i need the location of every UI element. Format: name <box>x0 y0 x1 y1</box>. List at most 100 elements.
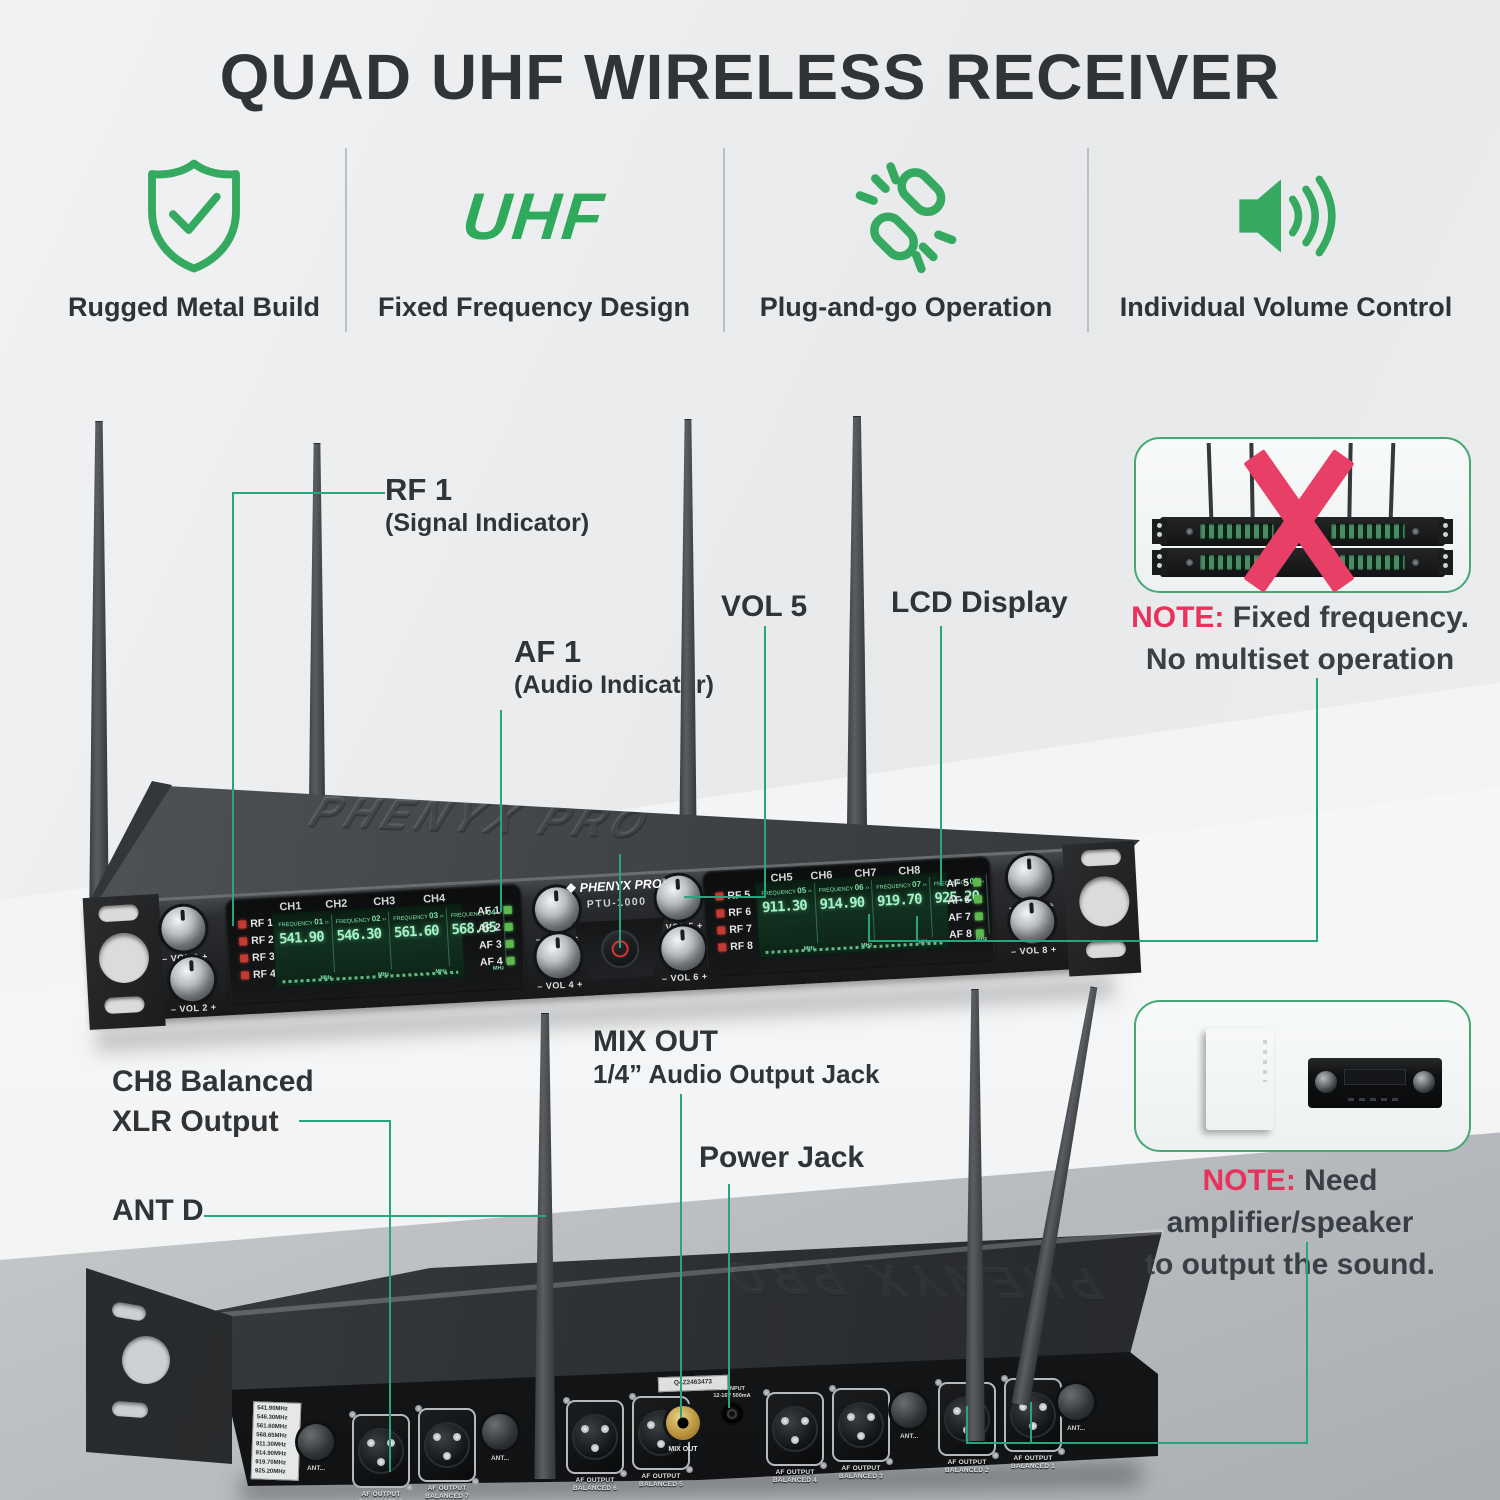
rf-indicator: RF 2 <box>235 934 274 949</box>
lcd-glass: FREQUENCY 01 541.90 MHz FREQUENCY 02 546… <box>271 903 507 988</box>
af-led <box>974 912 984 921</box>
feature-label: Fixed Frequency Design <box>377 292 691 322</box>
antenna-connector[interactable]: ANT <box>1054 1384 1098 1432</box>
rf-led <box>239 954 249 963</box>
uhf-text-icon: UHF <box>459 179 609 253</box>
antenna-tip <box>967 989 982 991</box>
callout-lcd: LCD Display <box>891 586 1068 619</box>
note-text-amplifier: NOTE: Need amplifier/speaker to output t… <box>1145 1164 1435 1281</box>
feature-label: Plug-and-go Operation <box>759 292 1053 322</box>
callout-line <box>940 626 942 886</box>
antenna-d <box>534 1013 556 1479</box>
af-led <box>975 929 985 938</box>
af-indicator: AF 3 <box>479 938 518 953</box>
rf-indicator: RF 7 <box>713 923 752 938</box>
antenna-connector[interactable]: ANT <box>294 1424 338 1472</box>
callout-line <box>1306 1242 1308 1444</box>
mini-antenna <box>1347 442 1353 520</box>
volume-knob-1[interactable]: VOL 1 <box>160 905 207 963</box>
amplifier-image <box>1308 1058 1442 1108</box>
feature-divider <box>1087 148 1089 332</box>
af-led <box>506 956 515 966</box>
feature-label: Individual Volume Control <box>1119 292 1453 322</box>
rf-led <box>716 909 725 918</box>
callout-line <box>916 916 918 940</box>
antenna <box>678 419 698 885</box>
antenna-connector[interactable]: ANT <box>478 1414 522 1462</box>
callout-line <box>1030 1402 1032 1442</box>
rf-led <box>718 943 727 952</box>
callout-ant-d: ANT D <box>112 1194 204 1227</box>
volume-knob-7[interactable]: VOL 7 <box>1006 854 1054 912</box>
note-text-multiset: NOTE: Fixed frequency. No multiset opera… <box>1131 601 1469 676</box>
frequency-cell: FREQUENCY 06 914.90 MHz <box>816 880 876 949</box>
antenna-tip <box>680 419 695 421</box>
callout-line <box>966 1406 968 1442</box>
af-indicator: AF 2 <box>478 921 517 936</box>
rf-led <box>239 937 248 946</box>
rf-indicator: RF 6 <box>712 906 751 921</box>
feature-fixed-frequency: UHF Fixed Frequency Design <box>364 152 704 338</box>
rf-indicator: RF 8 <box>714 940 753 955</box>
mix-out-jack[interactable]: MIX OUT <box>660 1406 706 1453</box>
quarter-inch-jack <box>666 1406 700 1440</box>
callout-line <box>868 940 1318 942</box>
mini-antenna <box>1388 442 1396 520</box>
speaker-image <box>1162 1036 1214 1126</box>
feature-label: Rugged Metal Build <box>68 292 320 322</box>
callout-line <box>868 914 870 940</box>
af-indicator: AF 5 <box>946 876 985 891</box>
lcd-glass: FREQUENCY 05 911.30 MHz FREQUENCY 06 914… <box>754 872 991 959</box>
feature-divider <box>723 148 725 332</box>
af-indicator: AF 1 <box>477 904 516 919</box>
callout-line <box>684 896 766 898</box>
af-led <box>973 895 983 904</box>
callout-line <box>204 1215 546 1217</box>
antenna <box>89 421 109 919</box>
callout-ch8-xlr: CH8 Balanced XLR Output <box>112 1065 314 1139</box>
volume-knob-6[interactable]: VOL 6 <box>660 925 707 983</box>
feature-volume-control: Individual Volume Control <box>1116 152 1456 338</box>
frequency-cell: FREQUENCY 07 919.70 MHz <box>873 877 933 946</box>
af-led <box>505 939 514 949</box>
antenna-tip <box>91 421 106 423</box>
antenna <box>846 416 868 876</box>
antenna <box>965 989 985 1441</box>
antenna-tip <box>309 443 324 445</box>
feature-plug-and-go: Plug-and-go Operation <box>736 152 1076 338</box>
antenna <box>307 443 327 905</box>
rack-hole <box>1080 848 1122 867</box>
dc-jack <box>722 1404 742 1423</box>
volume-knob-2[interactable]: VOL 2 <box>169 956 216 1014</box>
af-led <box>972 878 982 887</box>
rack-hole <box>1085 940 1127 959</box>
antenna-nut <box>891 1392 927 1428</box>
brand-logo-icon: ❖ <box>565 881 578 896</box>
chain-link-icon <box>736 152 1076 280</box>
rack-hole <box>1077 875 1131 928</box>
rack-hole <box>104 995 145 1015</box>
antenna-connector[interactable]: ANT <box>887 1392 931 1440</box>
speaker-icon <box>1116 152 1456 280</box>
feature-rugged-metal: Rugged Metal Build <box>24 152 364 338</box>
rf-led <box>238 920 247 929</box>
callout-line <box>619 854 621 948</box>
callout-line <box>680 1094 682 1418</box>
lcd-display-right: CH5 CH6 CH7 CH8 RF 5 RF 6 RF 7 RF 8 FREQ… <box>702 855 996 976</box>
antenna-tip <box>849 416 864 418</box>
af-led <box>504 922 514 932</box>
rf-led <box>240 971 250 980</box>
callout-line <box>389 1120 391 1472</box>
callout-rf1: RF 1 (Signal Indicator) <box>385 472 590 537</box>
lcd-display-left: CH1 CH2 CH3 CH4 RF 1 RF 2 RF 3 RF 4 FREQ… <box>224 883 527 1004</box>
callout-line <box>1316 678 1318 942</box>
callout-vol5: VOL 5 <box>721 590 808 623</box>
